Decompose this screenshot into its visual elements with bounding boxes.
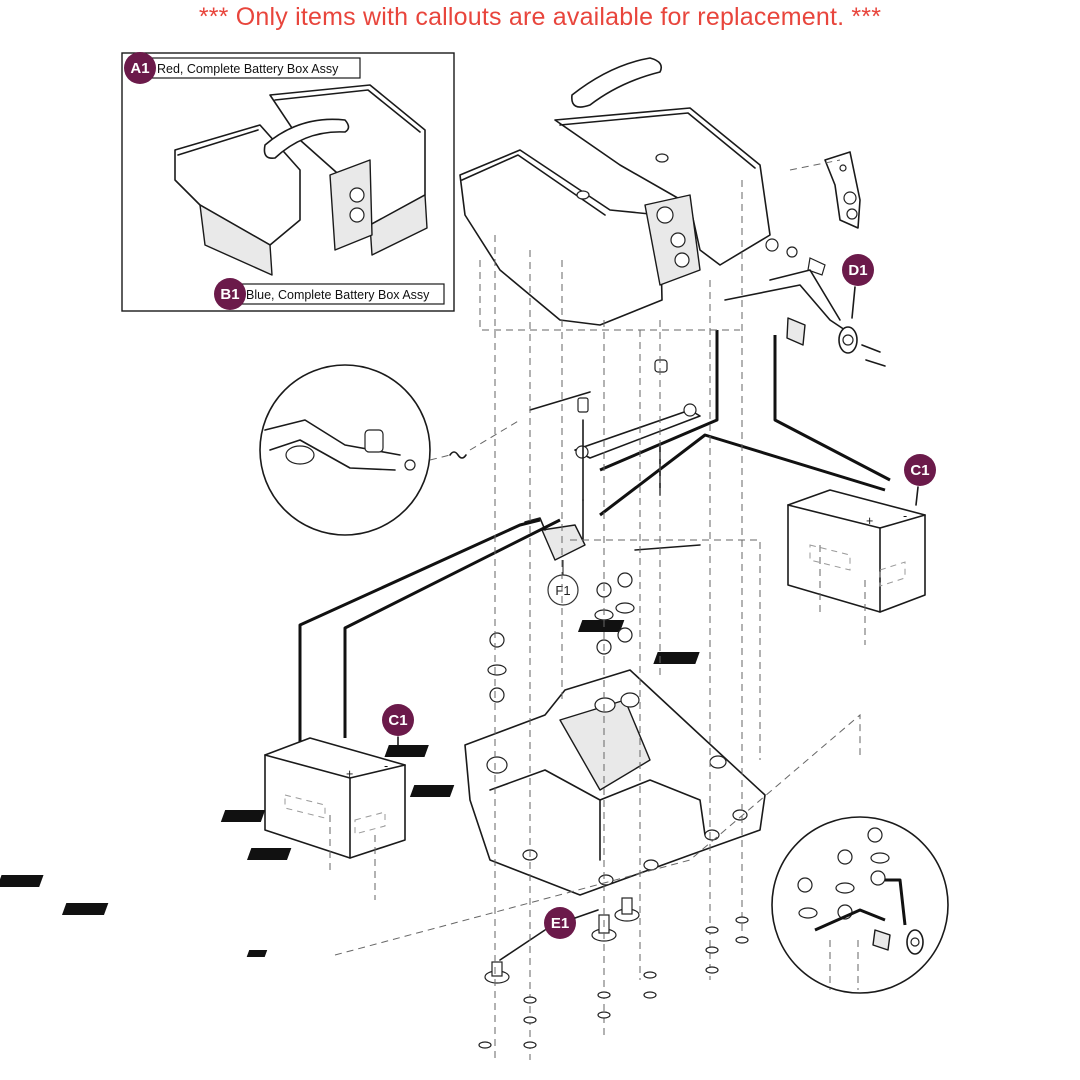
inset-battery-box-illustration: [174, 84, 428, 276]
callout-b1[interactable]: B1: [214, 278, 246, 310]
battery-tray: [220, 669, 766, 896]
battery-left-plus: +: [346, 767, 353, 781]
tray-feet: [246, 897, 640, 984]
charger-port-harness: [724, 269, 886, 367]
battery-right: + -: [577, 489, 926, 664]
svg-text:C1: C1: [388, 712, 407, 729]
svg-text:B1: B1: [220, 286, 239, 303]
callout-f1[interactable]: F1: [547, 560, 579, 606]
terminal-detail-view: [771, 816, 949, 994]
callout-c1-right[interactable]: C1: [904, 454, 936, 506]
fuse-holder: [524, 517, 586, 561]
battery-wiring: [298, 330, 891, 750]
callout-c1-left[interactable]: C1: [382, 704, 414, 756]
battery-right-plus: +: [866, 514, 873, 528]
battery-left: + -: [0, 737, 406, 915]
b1-label: Blue, Complete Battery Box Assy: [246, 288, 430, 302]
svg-text:F1: F1: [555, 583, 570, 598]
battery-box-shell: [459, 57, 771, 326]
connector-bracket: [765, 151, 861, 276]
battery-right-minus: -: [903, 509, 907, 523]
svg-text:E1: E1: [551, 915, 569, 932]
callout-d1[interactable]: D1: [842, 254, 874, 319]
svg-text:C1: C1: [910, 462, 929, 479]
alignment-lines: [329, 159, 866, 1060]
battery-left-minus: -: [384, 759, 388, 773]
svg-text:D1: D1: [848, 262, 867, 279]
bottom-hardware: [478, 916, 749, 1049]
latch-detail-view: [259, 364, 521, 536]
callout-e1[interactable]: E1: [499, 907, 599, 961]
svg-text:A1: A1: [130, 60, 149, 77]
replacement-notice: *** Only items with callouts are availab…: [198, 3, 882, 31]
a1-label: Red, Complete Battery Box Assy: [157, 62, 339, 76]
inset-panel: Red, Complete Battery Box Assy A1 Blue, …: [121, 52, 455, 312]
callout-a1[interactable]: A1: [124, 52, 156, 84]
latch-bar: [529, 359, 701, 541]
